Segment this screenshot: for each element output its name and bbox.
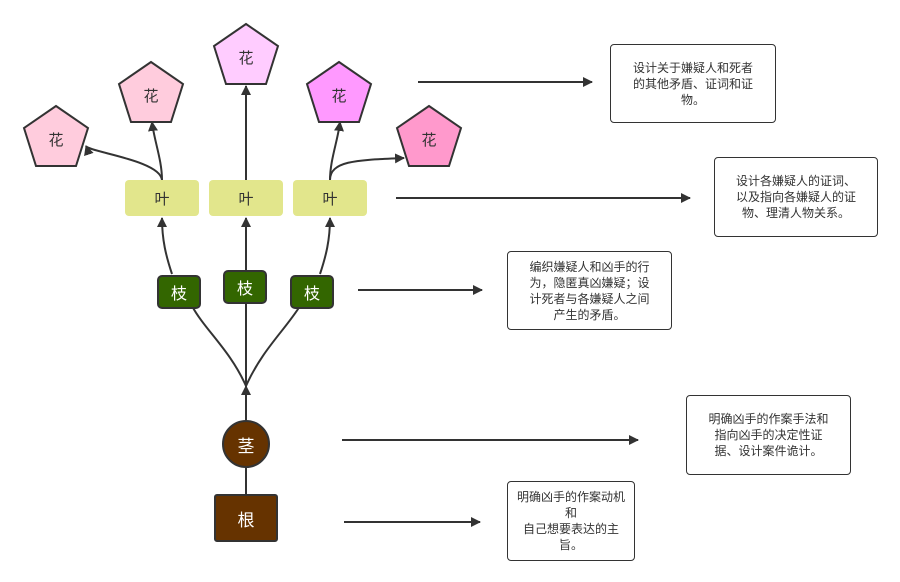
edge-leaf-flower-1 [84,145,163,181]
flower-note: 设计关于嫌疑人和死者 的其他矛盾、证词和证 物。 [610,44,776,123]
branch-node-3[interactable]: 枝 [290,275,334,309]
leaf-note: 设计各嫌疑人的证词、 以及指向各嫌疑人的证 物、理清人物关系。 [714,157,878,237]
edge-leaf-flower-2 [148,121,163,181]
flower-node-5[interactable]: 花 [395,104,463,168]
edge-junction-branch-1 [191,305,247,387]
branch-note: 编织嫌疑人和凶手的行 为，隐匿真凶嫌疑；设 计死者与各嫌疑人之间 产生的矛盾。 [507,251,672,330]
leaf-node-2[interactable]: 叶 [209,180,283,216]
leaf-node-3[interactable]: 叶 [293,180,367,216]
edge-leaf-flower-4 [329,121,344,181]
flower-label: 花 [421,130,437,149]
stem-node[interactable]: 茎 [222,420,270,468]
pentagon-shape [395,104,463,167]
edge-leaf-flower-5 [329,153,405,181]
flower-label: 花 [238,48,254,67]
flower-node-2[interactable]: 花 [117,60,185,124]
flower-node-3[interactable]: 花 [212,22,280,86]
edge-branch-leaf-3 [319,217,335,275]
flower-node-4[interactable]: 花 [305,60,373,124]
branch-node-1[interactable]: 枝 [157,275,201,309]
flower-label: 花 [48,130,64,149]
pentagon-shape [212,22,280,85]
flower-label: 花 [143,86,159,105]
leaf-node-1[interactable]: 叶 [125,180,199,216]
root-note: 明确凶手的作案动机和 自己想要表达的主旨。 [507,481,635,561]
flower-node-1[interactable]: 花 [22,104,90,168]
pentagon-shape [117,60,185,123]
edge-branch-leaf-1 [157,217,173,275]
edge-junction-branch-3 [245,305,301,387]
pentagon-shape [305,60,373,123]
flower-label: 花 [331,86,347,105]
pentagon-shape [22,104,90,167]
branch-node-2[interactable]: 枝 [223,270,267,304]
root-node[interactable]: 根 [214,494,278,542]
stem-note: 明确凶手的作案手法和 指向凶手的决定性证 据、设计案件诡计。 [686,395,851,475]
